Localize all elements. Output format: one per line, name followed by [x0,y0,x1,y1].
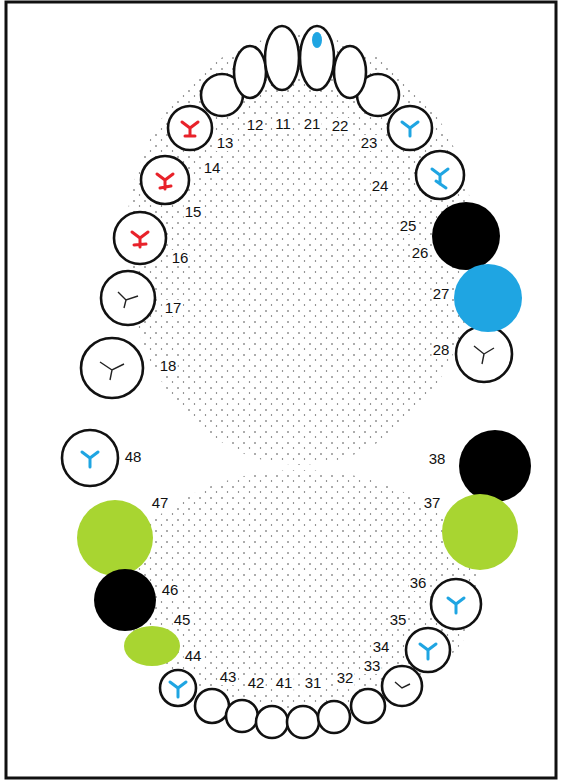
tooth [456,326,512,382]
fissure [395,682,410,688]
tooth [388,106,432,150]
floor-stipple [120,470,480,710]
missing-tooth [94,569,156,631]
tooth-number: 15 [184,204,203,220]
tooth-number: 11 [274,116,292,132]
missing-tooth [459,430,531,502]
treatment-mark [82,452,98,467]
tooth-number: 17 [164,300,183,316]
tooth [406,628,450,672]
tooth-number: 37 [423,495,442,511]
caries-mark [182,122,198,136]
teeth [62,26,512,738]
crowned-tooth [124,626,180,666]
tooth-number: 22 [331,118,350,134]
tooth [81,338,143,398]
tooth-number: 44 [184,648,203,664]
tooth-number: 21 [303,116,322,132]
fissure [118,292,138,308]
tooth-number: 41 [275,675,294,691]
tooth-number: 18 [159,358,178,374]
treatment-mark [170,682,186,697]
tooth [256,706,288,738]
missing-tooth [432,202,500,270]
tooth-number: 45 [173,612,192,628]
crowned-tooth [442,494,518,570]
fissure [100,362,124,380]
tooth-number: 14 [203,160,222,176]
tooth-number: 24 [371,178,390,194]
tooth [168,106,212,150]
tooth [431,579,481,629]
tooth-number: 34 [372,639,391,655]
tooth [265,26,299,90]
tooth-number: 48 [124,449,143,465]
tooth [287,706,319,738]
tooth-number: 16 [171,250,190,266]
caries-mark [157,174,173,189]
fissures [100,292,494,688]
tooth-number: 38 [428,451,447,467]
tooth [318,701,350,733]
tooth [62,430,118,486]
tooth-number: 47 [151,495,170,511]
restored-tooth [454,264,522,332]
tooth-number: 27 [432,286,451,302]
tooth [334,46,366,98]
fissure [474,346,494,364]
tooth [195,689,229,723]
tooth-number: 25 [399,218,418,234]
tooth [416,151,464,199]
tooth [141,156,189,204]
treatment-dot [312,32,322,48]
tooth-number: 43 [219,669,238,685]
tooth [300,26,334,90]
treatment-marks [82,122,464,697]
tooth [351,689,385,723]
tooth-number: 35 [389,612,408,628]
tooth-number: 36 [409,575,428,591]
treatment-mark [432,169,448,188]
tooth-number: 46 [161,582,180,598]
tooth-number: 23 [360,135,379,151]
treatment-mark [448,598,464,613]
caries-marks [132,122,198,247]
tooth [101,271,155,325]
crowned-tooth [77,500,153,576]
treatment-mark [420,644,436,659]
tooth-number: 32 [336,670,355,686]
tooth-number: 42 [247,675,266,691]
palate-stipple [125,35,475,465]
tooth-number: 33 [363,658,382,674]
tooth-number: 26 [411,245,430,261]
tooth-number: 31 [304,675,323,691]
tooth [160,670,196,706]
tooth-number: 13 [216,135,235,151]
tooth-number: 12 [246,117,265,133]
tooth [226,700,258,732]
tooth [114,212,166,264]
tooth-number: 28 [432,342,451,358]
treatment-mark [402,122,418,136]
caries-mark [132,232,148,247]
tooth [382,666,422,706]
tooth [234,46,266,98]
chart-frame [6,2,556,778]
